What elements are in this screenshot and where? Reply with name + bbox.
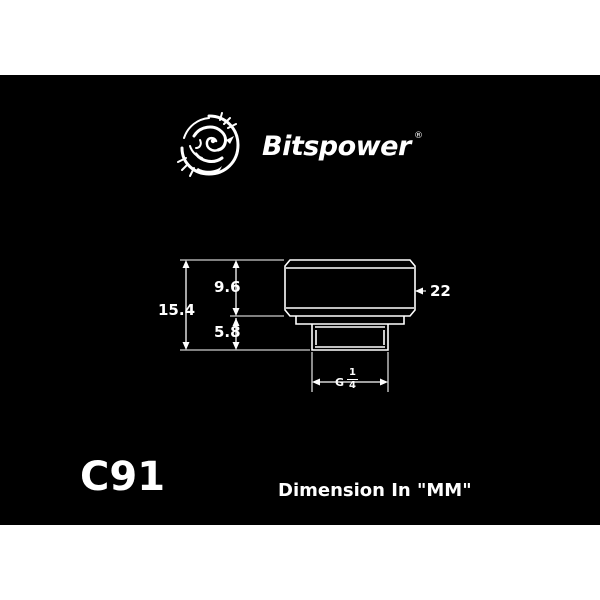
dragon-emblem-icon	[177, 112, 240, 177]
model-number: C91	[80, 454, 166, 500]
dimension-lower-height: 5.8	[214, 323, 241, 341]
extension-lines	[180, 259, 426, 392]
thread-numerator: 1	[349, 367, 356, 378]
dimension-outer-diameter: 22	[430, 282, 451, 300]
fraction-bar	[347, 379, 358, 380]
thread-prefix: G	[335, 376, 345, 389]
dimension-upper-height: 9.6	[214, 278, 241, 296]
arrowheads	[182, 260, 423, 386]
units-note: Dimension In "MM"	[278, 480, 472, 501]
thread-fraction: 1 4	[347, 368, 358, 391]
thread-denominator: 4	[349, 380, 356, 391]
black-panel	[0, 75, 600, 525]
dimension-total-height: 15.4	[158, 301, 196, 319]
registered-mark: ®	[414, 131, 423, 141]
brand-name: Bitspower	[262, 131, 411, 162]
fitting-outline	[284, 259, 416, 351]
